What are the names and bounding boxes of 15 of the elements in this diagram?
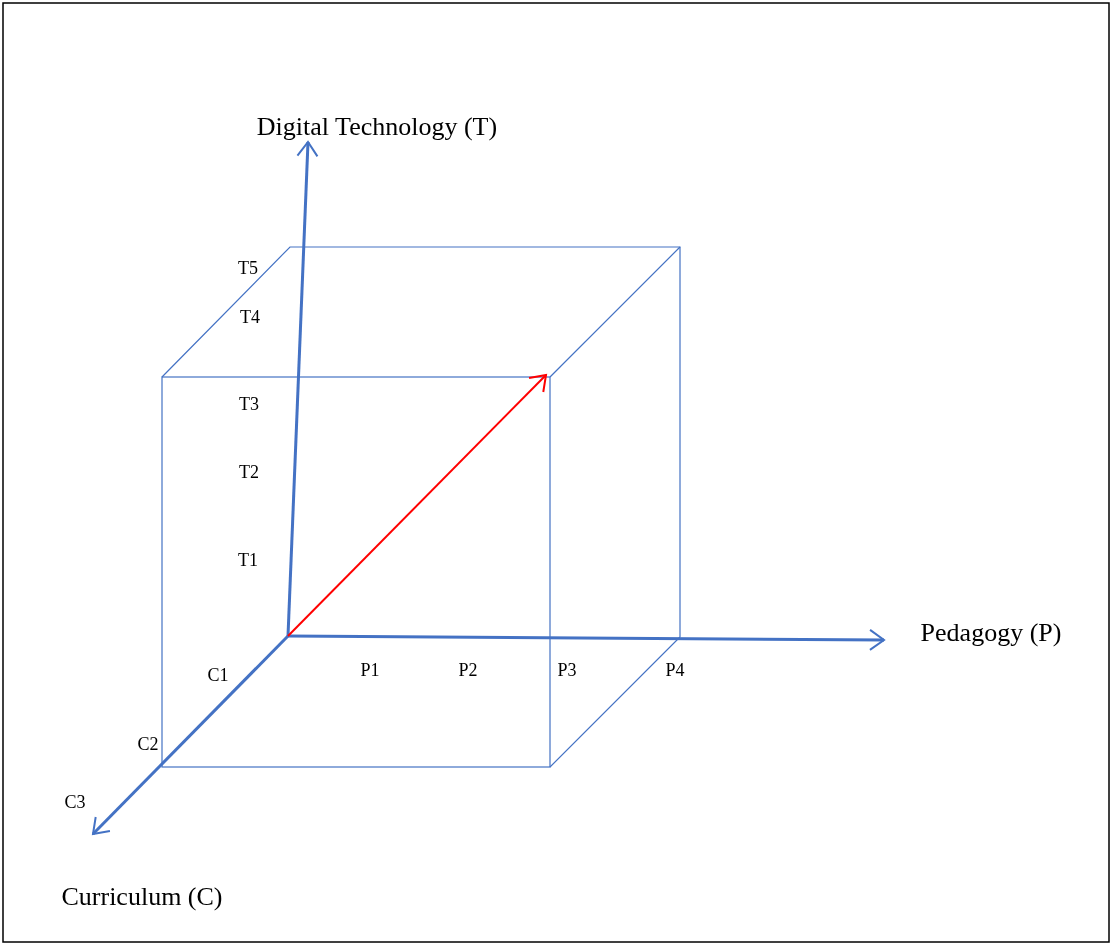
axis-title: Pedagogy (P) (920, 618, 1062, 648)
tick-label: T3 (239, 395, 259, 415)
tick-label: C3 (64, 793, 86, 813)
tick-label: P3 (557, 661, 577, 681)
tick-label: T2 (239, 463, 259, 483)
tick-label: C2 (137, 735, 159, 755)
tick-label: T5 (238, 259, 258, 279)
tick-label: C1 (207, 666, 229, 686)
tick-label: P2 (458, 661, 478, 681)
tick-label: P4 (665, 661, 685, 681)
tick-label: P1 (360, 661, 380, 681)
tick-label: T4 (240, 308, 260, 328)
axis-title: Curriculum (C) (61, 882, 223, 912)
tick-label: T1 (238, 551, 258, 571)
axis-title: Digital Technology (T) (256, 112, 498, 142)
